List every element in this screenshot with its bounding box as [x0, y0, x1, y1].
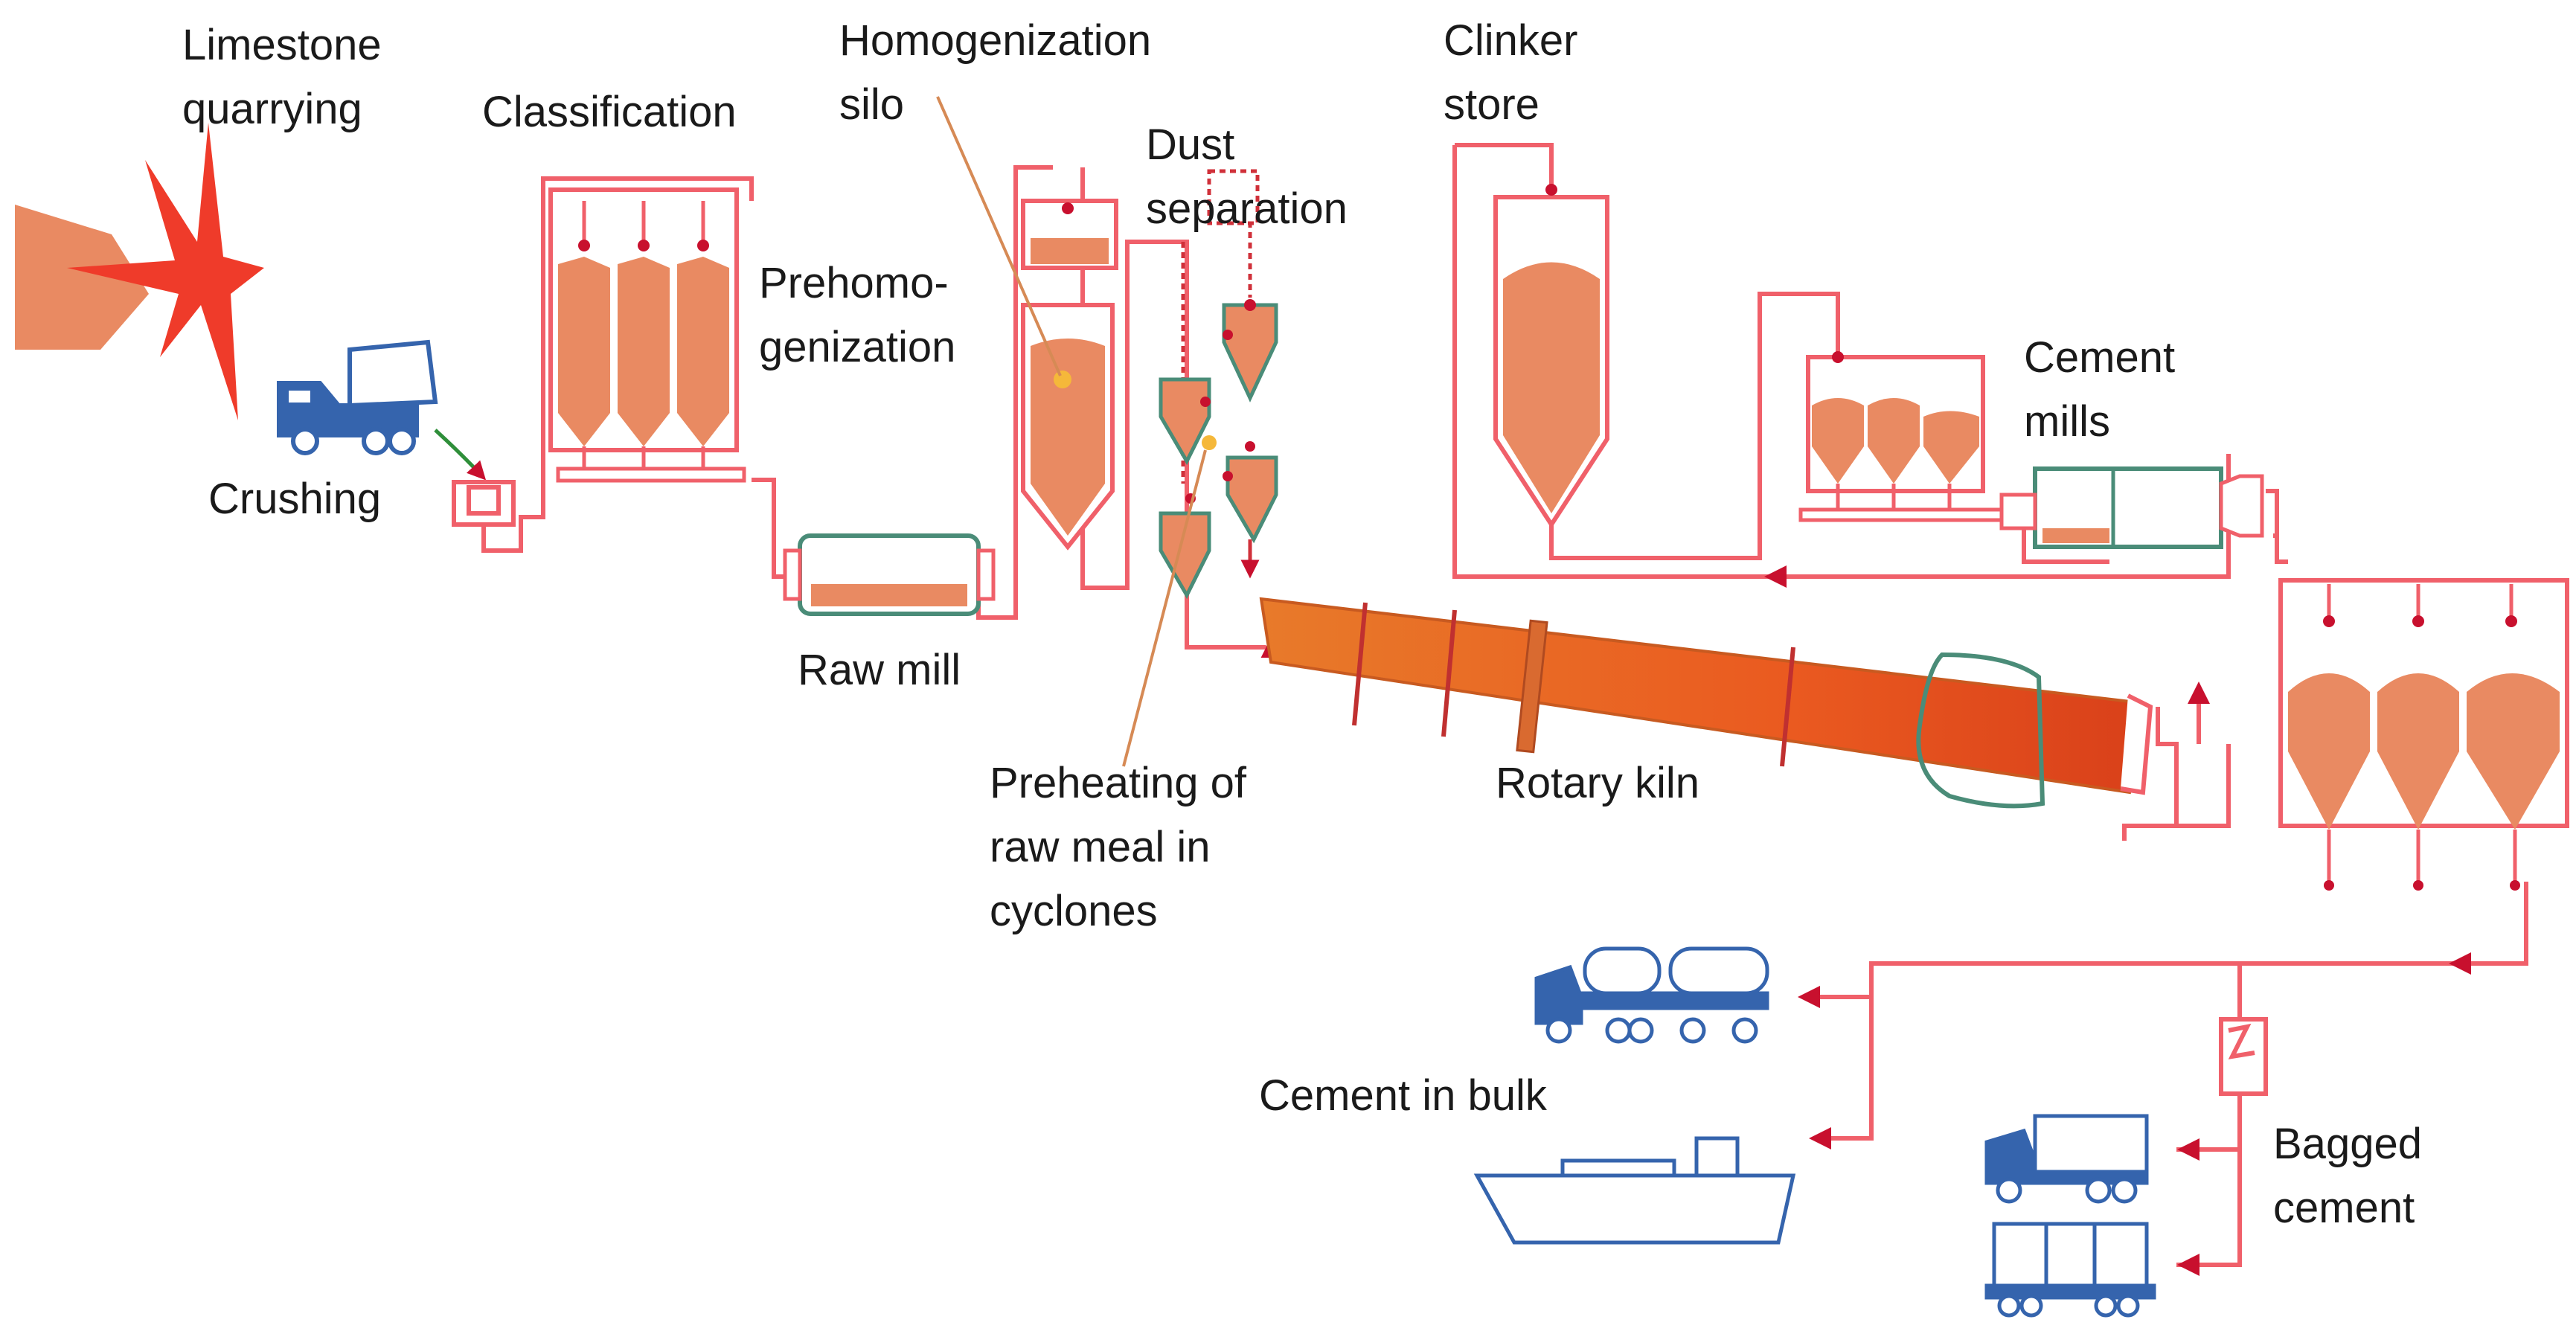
- quarry: [15, 123, 264, 420]
- preheater-cyclones: [1159, 169, 1278, 600]
- clinker-store: [1493, 184, 1609, 529]
- label-raw-mill: Raw mill: [798, 646, 961, 694]
- crusher: [452, 480, 516, 527]
- truck-to-crusher-arrow: [434, 429, 487, 481]
- homogenization-silo: [1021, 199, 1118, 551]
- label-crushing: Crushing: [208, 475, 382, 523]
- raw-mill: [783, 533, 996, 616]
- bagging-machine: [2219, 1017, 2268, 1096]
- rail-wagon-icon: [1984, 1222, 2156, 1318]
- classification-silos: [548, 187, 746, 483]
- flow-arrows: [1187, 565, 2526, 1276]
- explosion-icon: [67, 123, 264, 420]
- quarry-rock: [15, 205, 149, 350]
- box-truck-icon: [1984, 1114, 2149, 1204]
- ship-icon: [1473, 1136, 1796, 1245]
- rotary-kiln: [1259, 597, 2153, 809]
- label-rotary-kiln: Rotary kiln: [1496, 759, 1699, 807]
- cement-feed-bins: [1798, 351, 2026, 522]
- pointer-lines: [936, 96, 1207, 767]
- label-classification: Classification: [482, 88, 737, 136]
- label-cement-in-bulk: Cement in bulk: [1259, 1071, 1547, 1120]
- dump-truck-icon: [277, 339, 438, 455]
- cement-tanker-truck-icon: [1534, 946, 1769, 1044]
- label-prehomogenization: Prehomo-genization: [759, 259, 956, 371]
- cement-mill: [1999, 466, 2264, 549]
- cement-silos: [2278, 578, 2569, 891]
